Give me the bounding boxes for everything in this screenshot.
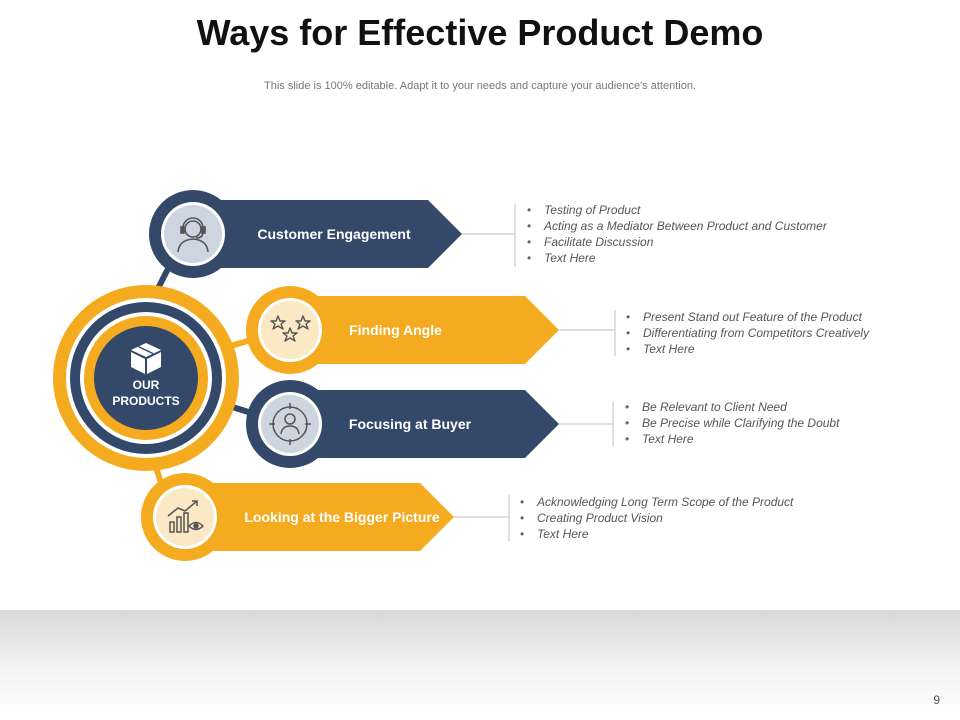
growth-chart-eye-icon — [167, 500, 205, 533]
slide-subtitle: This slide is 100% editable. Adapt it to… — [264, 80, 696, 92]
item-label-finding-angle: Finding Angle — [349, 322, 442, 338]
item-label-focusing-at-buyer: Focusing at Buyer — [348, 416, 472, 432]
bullets-customer-engagement: Testing of Product Acting as a Mediator … — [524, 202, 827, 266]
bullet-item: Be Precise while Clarifying the Doubt — [622, 415, 839, 431]
footer-band — [0, 610, 960, 720]
item-bigger-picture — [141, 473, 454, 561]
bullet-item: Text Here — [622, 431, 839, 447]
bullets-finding-angle: Present Stand out Feature of the Product… — [623, 309, 869, 357]
bullets-focusing-at-buyer: Be Relevant to Client Need Be Precise wh… — [622, 399, 839, 447]
center-label: OUR PRODUCTS — [100, 377, 192, 409]
center-label-line2: PRODUCTS — [112, 394, 180, 408]
target-person-icon — [269, 403, 311, 445]
center-target — [53, 285, 239, 471]
headset-person-icon — [177, 217, 209, 253]
page-number: 9 — [933, 693, 940, 707]
bullet-item: Differentiating from Competitors Creativ… — [623, 325, 869, 341]
item-finding-angle — [246, 286, 559, 374]
item-label-bigger-picture: Looking at the Bigger Picture — [244, 509, 440, 525]
slide-title: Ways for Effective Product Demo — [196, 12, 764, 53]
bullet-item: Text Here — [517, 526, 793, 542]
bullet-item: Testing of Product — [524, 202, 827, 218]
bullet-item: Be Relevant to Client Need — [622, 399, 839, 415]
bullet-item: Text Here — [623, 341, 869, 357]
item-customer-engagement — [149, 190, 462, 278]
item-label-customer-engagement: Customer Engagement — [257, 226, 411, 242]
bullet-item: Text Here — [524, 250, 827, 266]
bullets-bigger-picture: Acknowledging Long Term Scope of the Pro… — [517, 494, 793, 542]
leader-lines — [454, 204, 616, 541]
center-label-line1: OUR — [132, 378, 160, 392]
bullet-item: Creating Product Vision — [517, 510, 793, 526]
bullet-item: Acknowledging Long Term Scope of the Pro… — [517, 494, 793, 510]
bullet-item: Acting as a Mediator Between Product and… — [524, 218, 827, 234]
stars-icon — [270, 315, 311, 342]
bullet-item: Facilitate Discussion — [524, 234, 827, 250]
bullet-item: Present Stand out Feature of the Product — [623, 309, 869, 325]
box-icon — [131, 343, 161, 374]
item-focusing-at-buyer — [246, 380, 559, 468]
